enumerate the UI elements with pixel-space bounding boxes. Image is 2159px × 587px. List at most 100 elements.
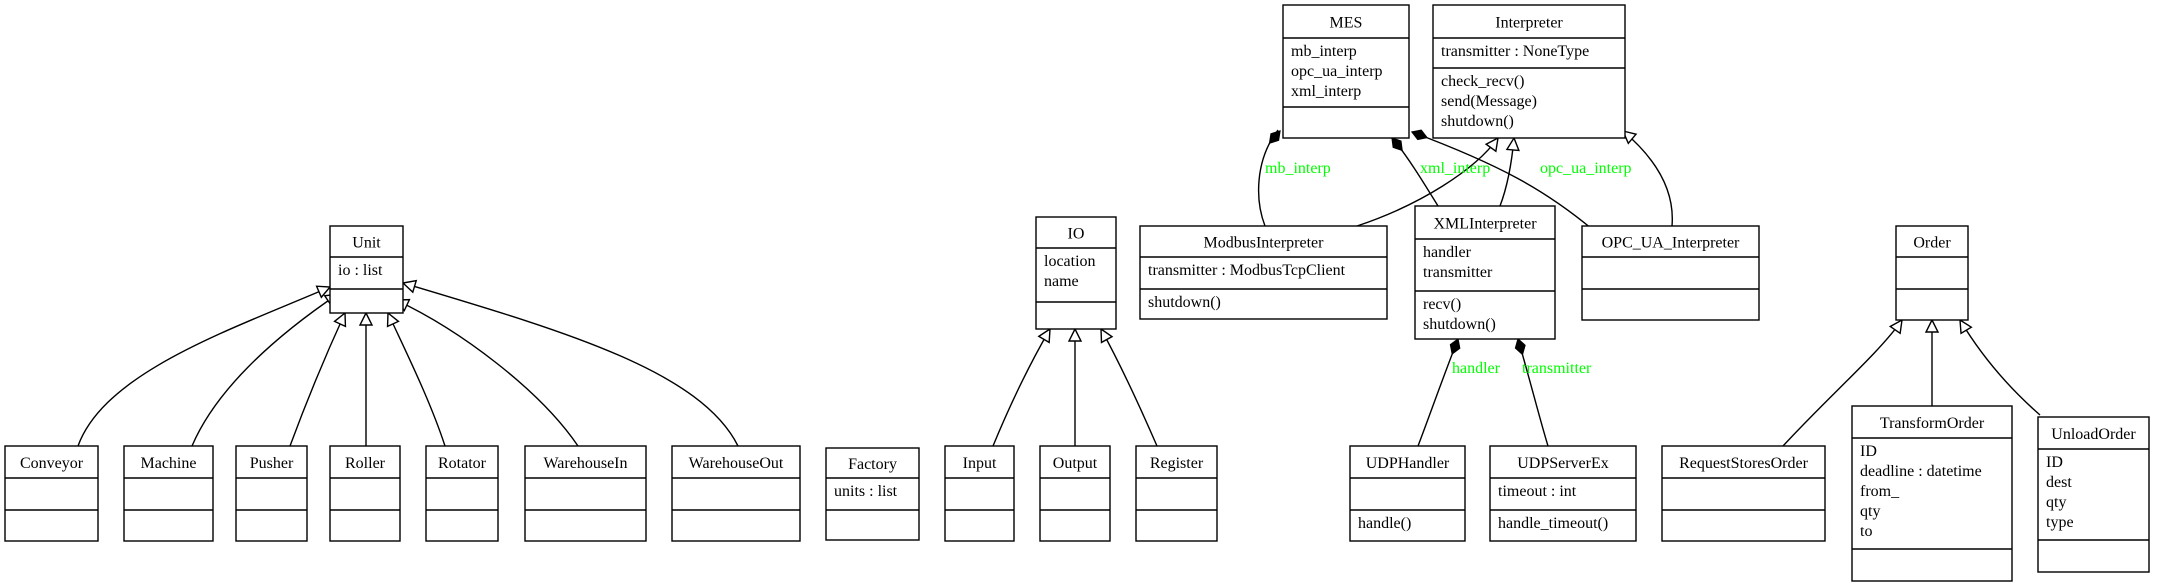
class-attribute: xml_interp (1291, 83, 1361, 100)
inheritance-arrowhead (333, 311, 347, 328)
class-box (1581, 225, 1760, 321)
class-name: Factory (848, 456, 897, 473)
edge-line (289, 312, 346, 447)
composition-diamond (1268, 130, 1281, 144)
class-box (1895, 225, 1969, 321)
inheritance-edge (1356, 136, 1499, 227)
class-attribute: location (1044, 253, 1096, 270)
edge-line (402, 282, 739, 447)
class-box (825, 447, 920, 541)
edge-line (1959, 319, 2041, 416)
composition-edge (1257, 129, 1281, 227)
class-attribute: transmitter (1423, 264, 1493, 281)
class-name: Interpreter (1495, 15, 1563, 32)
class-method: check_recv() (1441, 73, 1525, 90)
inheritance-edge (358, 311, 374, 446)
class-name: RequestStoresOrder (1679, 455, 1809, 472)
inheritance-arrowhead (1505, 136, 1520, 152)
composition-edge (1410, 129, 1593, 230)
class-attribute: io : list (338, 262, 383, 279)
class-box (1489, 445, 1637, 542)
edge-line (992, 328, 1051, 447)
edge-line (1417, 338, 1459, 447)
edge-label: xml_interp (1420, 160, 1490, 177)
composition-diamond (1391, 137, 1403, 152)
class-name: UnloadOrder (2051, 426, 2136, 443)
inheritance-arrowhead (1067, 327, 1083, 342)
class-opc_ua_interpreter: OPC_UA_Interpreter (1581, 225, 1760, 321)
class-requeststoresorder: RequestStoresOrder (1661, 445, 1826, 542)
class-name: WarehouseIn (543, 455, 627, 472)
edge-line (387, 312, 446, 447)
composition-diamond (1410, 129, 1429, 141)
class-xmlinterpreter: XMLInterpreterhandlertransmitterrecv()sh… (1414, 205, 1556, 340)
class-method: handle() (1358, 515, 1411, 532)
class-name: Pusher (250, 455, 294, 472)
edge-line (1356, 137, 1499, 227)
inheritance-edge (1067, 327, 1083, 446)
class-pusher: Pusher (235, 445, 308, 542)
edge-line (1622, 130, 1673, 227)
class-attribute: dest (2046, 474, 2072, 491)
composition-edge (1417, 337, 1461, 447)
inheritance-arrowhead (1888, 318, 1903, 335)
class-order: Order (1895, 225, 1969, 321)
class-output: Output (1039, 445, 1111, 542)
class-box (1135, 445, 1218, 542)
edge-label: handler (1452, 360, 1501, 377)
class-warehouseout: WarehouseOut (671, 445, 801, 542)
inheritance-arrowhead (358, 311, 374, 326)
composition-edge (1514, 337, 1549, 447)
edge-line (191, 293, 339, 447)
class-box (425, 445, 499, 542)
class-conveyor: Conveyor (4, 445, 99, 542)
class-name: WarehouseOut (689, 455, 784, 472)
class-box (235, 445, 308, 542)
class-attribute: timeout : int (1498, 483, 1577, 500)
class-register: Register (1135, 445, 1218, 542)
class-name: Conveyor (20, 455, 84, 472)
class-attribute: opc_ua_interp (1291, 63, 1383, 80)
inheritance-arrowhead (315, 285, 332, 299)
inheritance-edge (289, 311, 347, 447)
edge-line (395, 299, 579, 447)
inheritance-edge (394, 298, 579, 447)
class-attribute: qty (1860, 503, 1880, 520)
inheritance-arrowhead (386, 311, 400, 328)
class-attribute: qty (2046, 494, 2066, 511)
inheritance-arrowhead (1037, 327, 1051, 344)
inheritance-arrowhead (1100, 327, 1114, 344)
class-name: Order (1913, 235, 1951, 252)
class-name: Rotator (438, 455, 487, 472)
class-box (1661, 445, 1826, 542)
inheritance-edge (1100, 327, 1158, 447)
class-attribute: from_ (1860, 483, 1900, 500)
inheritance-edge (1924, 318, 1940, 406)
class-boxes: MESmb_interpopc_ua_interpxml_interpInter… (4, 4, 2150, 582)
class-method: shutdown() (1423, 316, 1496, 333)
class-name: Input (963, 455, 997, 472)
edge-label: opc_ua_interp (1540, 160, 1632, 177)
class-attribute: handler (1423, 244, 1472, 261)
inheritance-arrowhead (1924, 318, 1940, 333)
class-box (329, 225, 404, 314)
class-box (944, 445, 1015, 542)
class-box (671, 445, 801, 542)
class-name: UDPServerEx (1517, 455, 1609, 472)
class-method: send(Message) (1441, 93, 1537, 110)
edge-line (77, 286, 331, 447)
class-name: UDPHandler (1366, 455, 1450, 472)
class-box (123, 445, 214, 542)
class-name: Register (1150, 455, 1204, 472)
edge-line (1100, 328, 1158, 447)
edge-label: mb_interp (1265, 160, 1331, 177)
class-box (4, 445, 99, 542)
class-name: Roller (345, 455, 386, 472)
class-attribute: ID (2046, 454, 2063, 471)
class-box (1414, 205, 1556, 340)
class-box (1349, 445, 1466, 542)
